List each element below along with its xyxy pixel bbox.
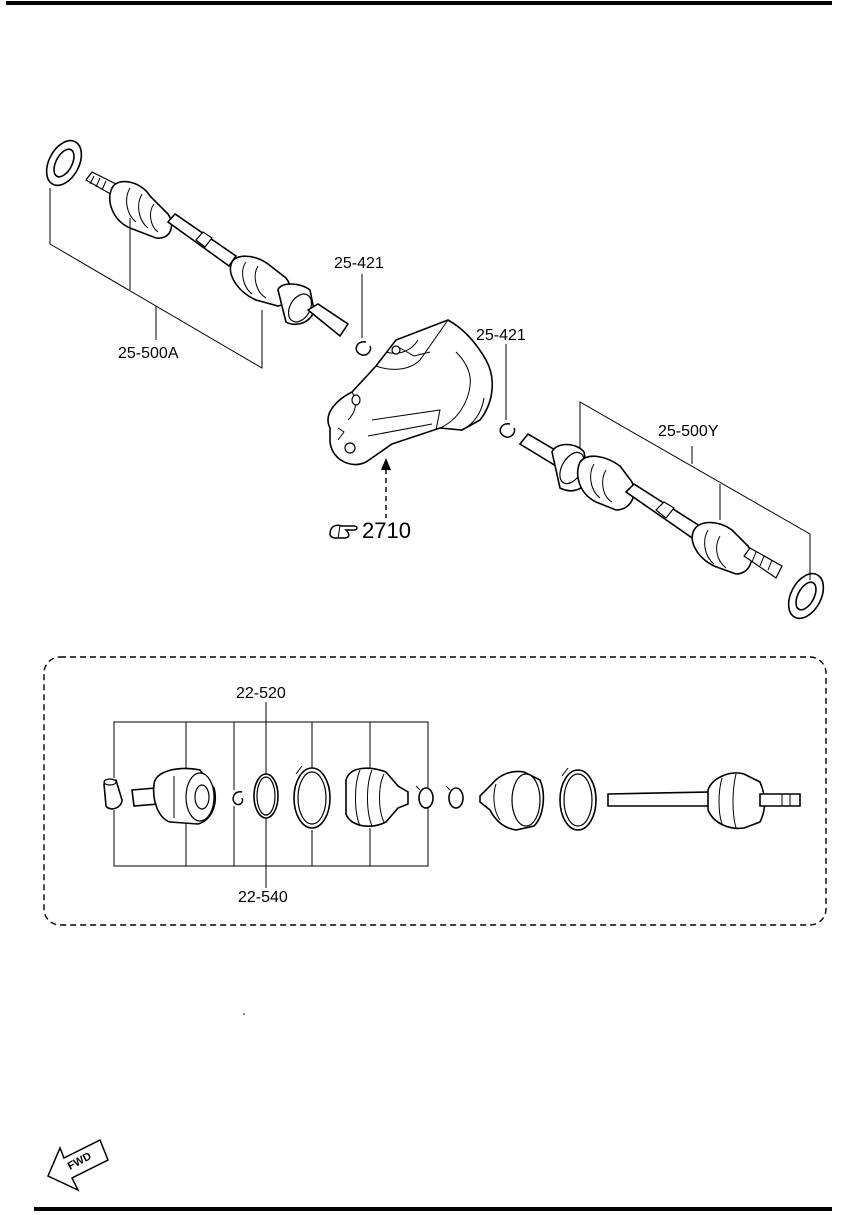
label-25-421-right: 25-421: [476, 327, 526, 344]
differential-leader-arrow: [381, 458, 391, 470]
snap-ring-right[interactable]: [499, 423, 516, 438]
fwd-arrow-icon: FWD: [47, 1138, 109, 1192]
right-shaft-callout-lines: [579, 401, 811, 580]
label-25-500A: 25-500A: [118, 345, 179, 362]
stray-dot: [243, 1013, 245, 1015]
left-drive-shaft[interactable]: [39, 135, 350, 338]
label-25-421-left: 25-421: [334, 255, 384, 272]
label-2710: 2710: [362, 518, 411, 543]
label-22-540: 22-540: [238, 889, 288, 906]
drive-shaft-assembly[interactable]: [607, 772, 801, 830]
outer-boot[interactable]: [345, 767, 409, 827]
label-22-520: 22-520: [236, 685, 286, 702]
boot-ring[interactable]: [253, 773, 279, 819]
differential-housing[interactable]: [327, 319, 494, 466]
right-drive-shaft[interactable]: [518, 432, 831, 624]
pointing-hand-icon: [329, 524, 358, 539]
label-25-500Y: 25-500Y: [658, 423, 719, 440]
snap-ring-left[interactable]: [355, 341, 372, 356]
boot-band-large[interactable]: [293, 765, 331, 829]
left-shaft-callout-lines: [49, 188, 263, 369]
outer-cv-joint[interactable]: [131, 767, 216, 825]
kit-bracket: [113, 721, 429, 867]
boot-band-small-left[interactable]: [415, 785, 434, 809]
inner-boot[interactable]: [479, 770, 545, 831]
boot-band-small-right[interactable]: [445, 785, 464, 809]
grease-cap[interactable]: [103, 778, 123, 810]
circlip-small[interactable]: [232, 791, 244, 806]
boot-band-inner[interactable]: [559, 767, 597, 831]
boot-kit-frame: [43, 656, 827, 926]
